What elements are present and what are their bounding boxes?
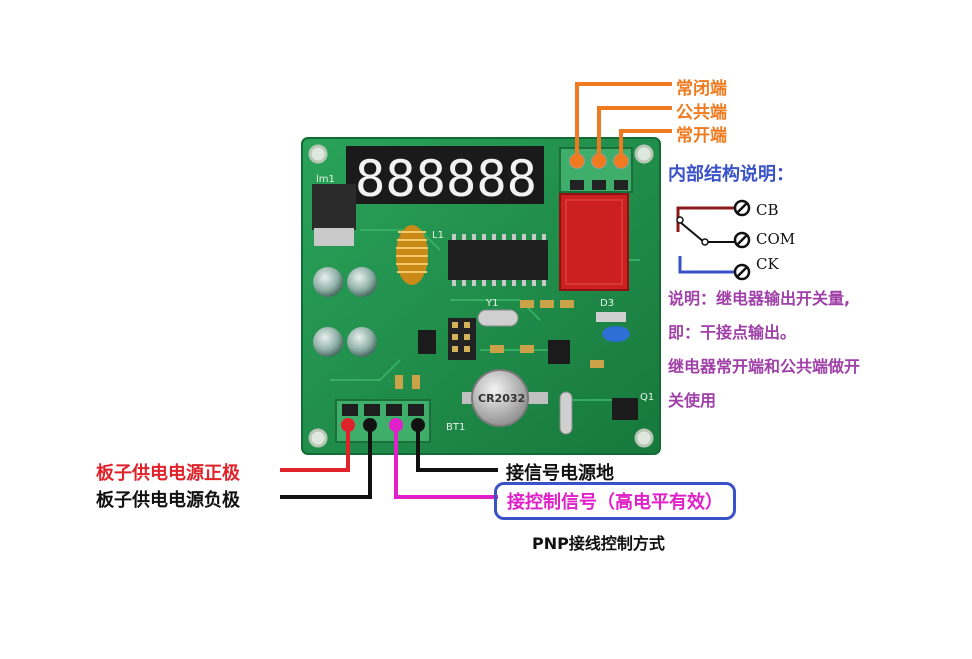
relay-schematic xyxy=(676,199,751,281)
ground-terminal-dot xyxy=(411,418,425,432)
control-signal-wire xyxy=(394,425,498,499)
relay-switch-arm xyxy=(679,221,705,243)
silk-bt1: BT1 xyxy=(446,422,465,433)
input-terminal-slots xyxy=(342,404,424,416)
positive-terminal-dot xyxy=(341,418,355,432)
seven-segment-display xyxy=(346,146,544,204)
voltage-regulator xyxy=(312,184,356,230)
battery-text: CR2032 xyxy=(478,392,525,405)
silk-y1: Y1 xyxy=(485,298,498,309)
silk-l1: L1 xyxy=(432,230,444,241)
com-label: COM xyxy=(756,230,796,248)
control-terminal-dot xyxy=(389,418,403,432)
power-positive-wire xyxy=(280,425,350,472)
explanation-line-3: 继电器常开端和公共端做开 xyxy=(668,357,861,376)
no-terminal-label: 常开端 xyxy=(676,126,727,146)
explanation-line-4: 关使用 xyxy=(668,391,717,410)
display-digits: 888888 xyxy=(355,150,537,208)
smd-components xyxy=(395,300,638,420)
power-positive-label: 板子供电电源正极 xyxy=(96,463,240,484)
common-terminal-label: 公共端 xyxy=(676,103,727,123)
silk-d3: D3 xyxy=(600,298,614,309)
mounting-holes xyxy=(308,144,654,448)
crystal-y1 xyxy=(477,309,519,327)
explanation-line-1: 说明：继电器输出开关量, xyxy=(668,289,851,308)
coin-battery: CR2032 xyxy=(462,369,548,427)
explanation-line-2: 即：干接点输出。 xyxy=(668,323,797,342)
relay-terminal-dots xyxy=(570,154,628,168)
ck-wire xyxy=(678,256,740,274)
signal-ground-wire xyxy=(416,425,498,472)
diode-d3 xyxy=(596,312,626,322)
diagram-caption: PNP接线控制方式 xyxy=(532,534,665,553)
electrolytic-capacitors xyxy=(313,267,377,357)
signal-ground-label: 接信号电源地 xyxy=(506,463,614,484)
silk-lm1: lm1 xyxy=(316,174,335,185)
crystal-y2 xyxy=(559,391,573,435)
pin-header xyxy=(448,318,476,360)
ck-label: CK xyxy=(756,255,779,273)
ic-chip xyxy=(448,240,548,280)
cb-wire xyxy=(676,206,740,232)
relay xyxy=(559,193,629,291)
control-signal-label: 接控制信号（高电平有效） xyxy=(494,482,736,520)
power-negative-label: 板子供电电源负极 xyxy=(96,490,240,511)
silk-q1: Q1 xyxy=(640,392,654,403)
blue-capacitor xyxy=(602,326,630,342)
negative-terminal-dot xyxy=(363,418,377,432)
inductor xyxy=(396,225,428,285)
schematic-terminal-icons xyxy=(733,199,751,281)
cb-label: CB xyxy=(756,201,779,219)
relay-wires xyxy=(575,82,672,161)
internal-structure-title: 内部结构说明： xyxy=(668,164,794,185)
nc-terminal-label: 常闭端 xyxy=(676,79,727,99)
power-negative-wire xyxy=(280,425,372,499)
